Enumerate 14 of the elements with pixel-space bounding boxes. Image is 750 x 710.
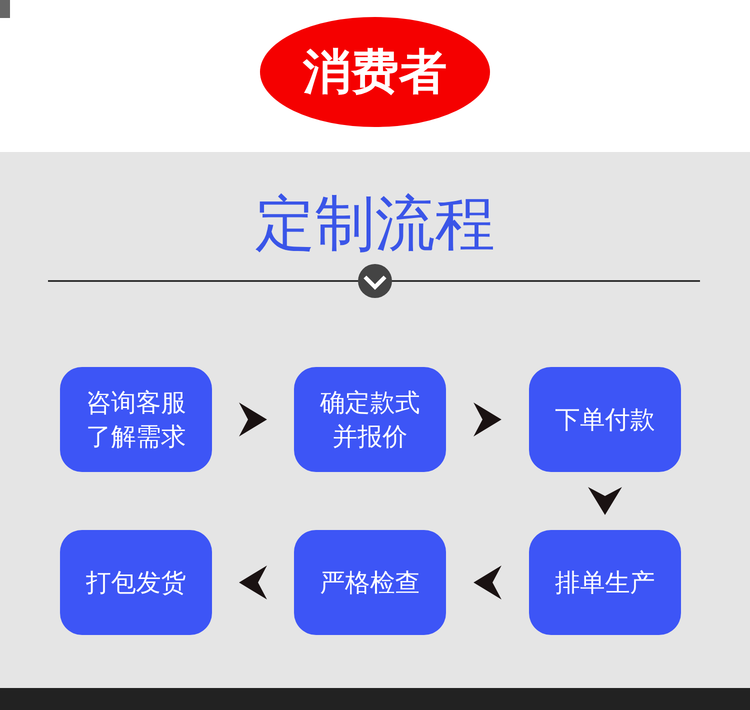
- step-box: [529, 530, 681, 635]
- step-box: [60, 530, 212, 635]
- step-box: [60, 367, 212, 472]
- step-box: [294, 367, 446, 472]
- step-text: 打包发货: [86, 566, 186, 599]
- step-text: 下单付款: [555, 404, 655, 436]
- step-box: [294, 530, 446, 635]
- step-text: 确定款式并报价: [319, 386, 421, 452]
- title: 定制流程: [254, 188, 496, 260]
- step-text: 咨询客服了解需求: [85, 386, 187, 452]
- step-text: 排单生产: [555, 566, 655, 599]
- step-text: 严格检查: [320, 566, 420, 599]
- step-text: 消费者: [303, 43, 447, 102]
- step-box: [529, 367, 681, 472]
